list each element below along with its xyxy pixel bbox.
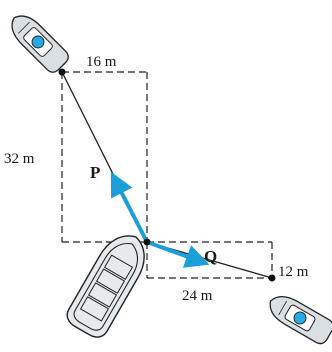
force-label-q: Q xyxy=(204,247,217,266)
tug-hook-point-icon xyxy=(268,274,276,282)
dimension-top-width: 16 m xyxy=(86,54,117,70)
barge-icon xyxy=(66,235,145,338)
tug-hook-point-icon xyxy=(58,68,66,76)
force-arrow-p xyxy=(110,171,149,243)
force-arrow-q xyxy=(146,240,210,268)
dimension-left-height: 32 m xyxy=(4,151,35,167)
dashed-rectangle-lower-right xyxy=(146,241,273,279)
dimension-bottom-width: 24 m xyxy=(182,288,213,304)
tugboat-icon xyxy=(11,15,69,73)
tugboat-icon xyxy=(269,296,332,345)
dimension-right-height: 12 m xyxy=(278,264,309,280)
attachment-point-icon xyxy=(143,238,151,246)
force-label-p: P xyxy=(90,163,100,182)
